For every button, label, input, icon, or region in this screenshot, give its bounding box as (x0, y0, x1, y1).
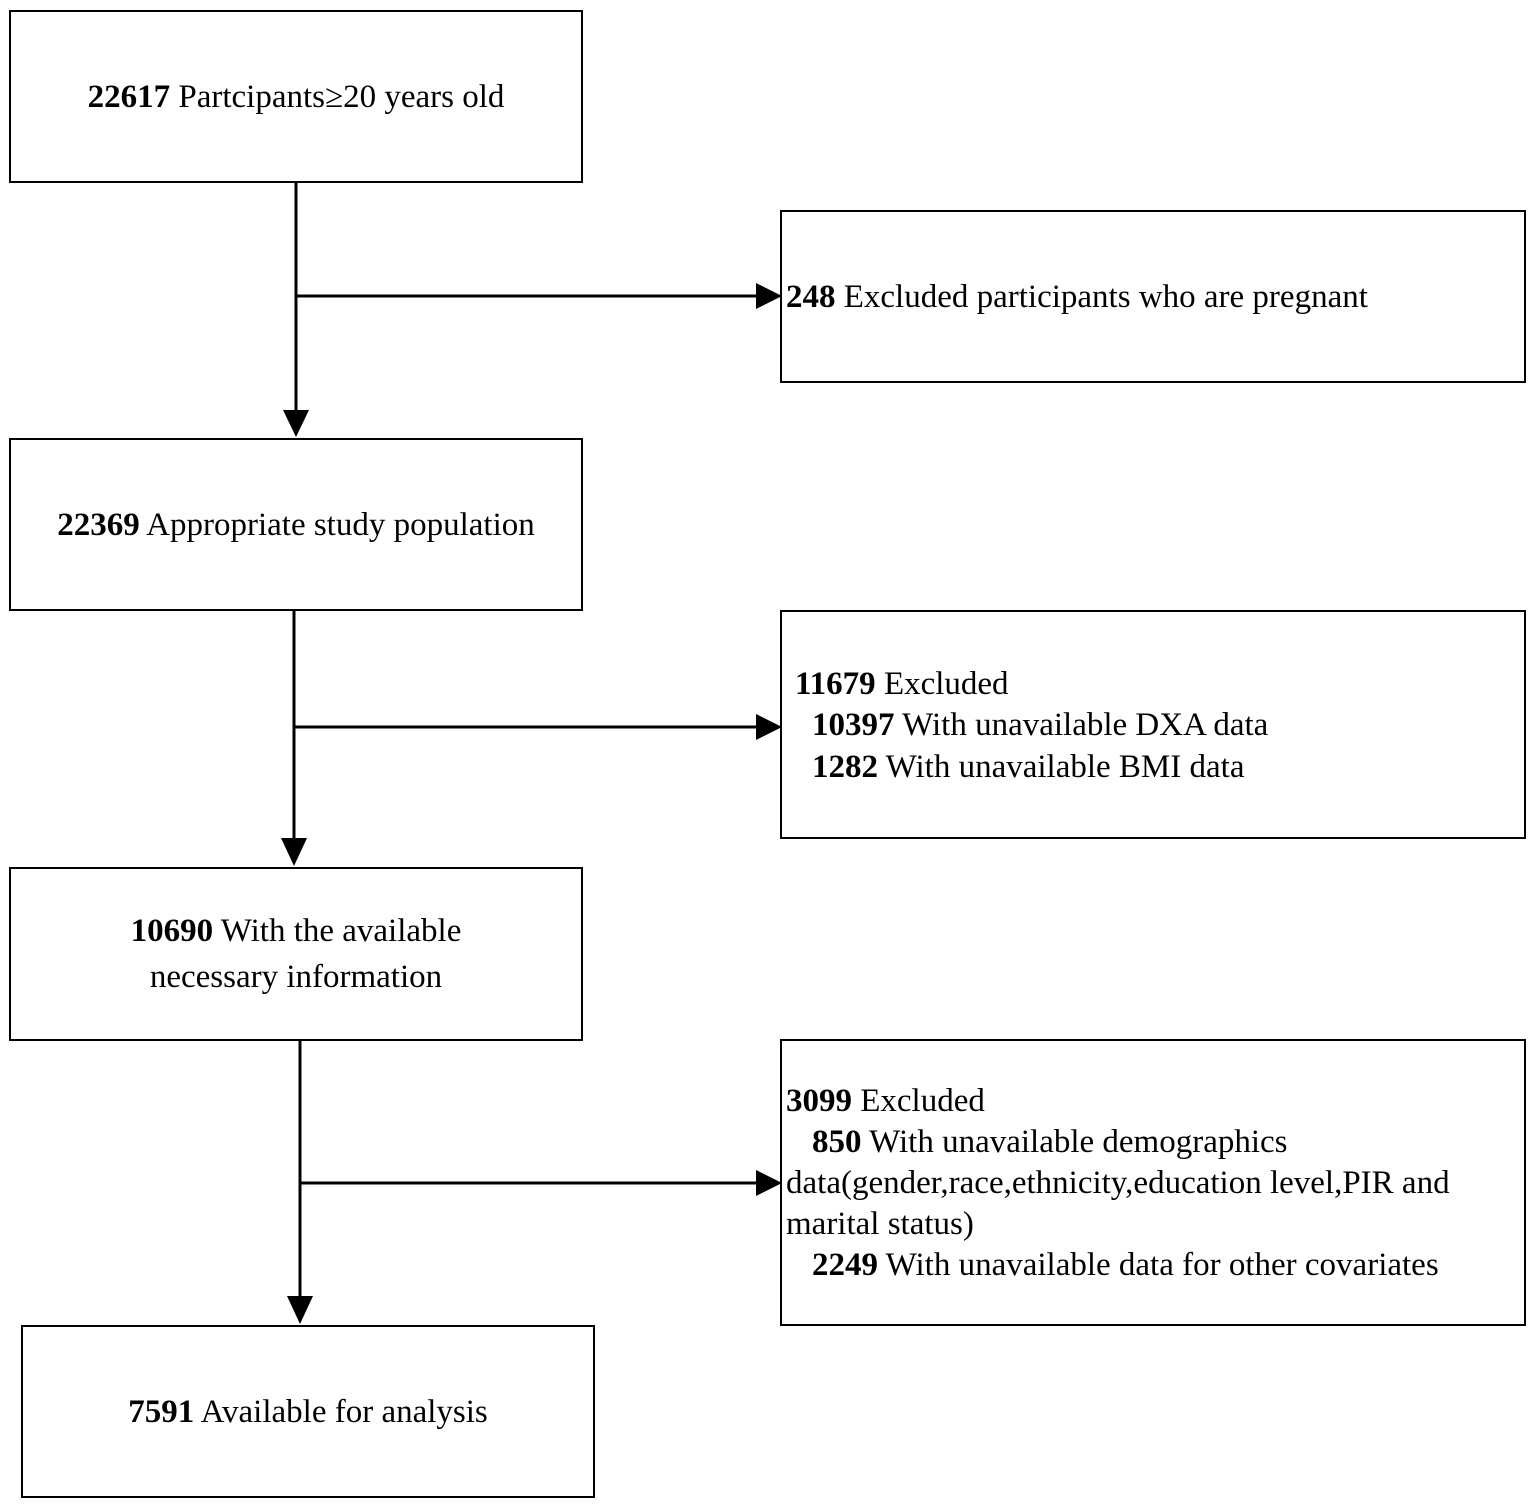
available-info-count: 10690 (130, 913, 214, 949)
study-population-text: Appropriate study population (139, 506, 535, 543)
participants-label: 22617 Partcipants≥20 years old (88, 74, 505, 120)
study-population-count: 22369 (57, 506, 140, 543)
analysis-count: 7591 (128, 1393, 195, 1430)
exclusion-dxa-bmi-header: 11679 Excluded (795, 664, 1009, 705)
available-info-box: 10690 With the available necessary infor… (9, 867, 583, 1041)
arrowhead-ex-1 (756, 283, 782, 309)
exclusion-covariates-header: 3099 Excluded (786, 1081, 985, 1122)
available-info-text: With the available (213, 913, 462, 949)
exclusion-demographics-count: 850 (812, 1124, 862, 1160)
exclusion-pregnant-label: 248 Excluded participants who are pregna… (786, 277, 1368, 318)
exclusion-dxa-count: 10397 (812, 707, 895, 743)
exclusion-other-covariates-text: With unavailable data for other covariat… (878, 1247, 1439, 1283)
study-population-label: 22369 Appropriate study population (57, 502, 535, 548)
exclusion-other-covariates-count: 2249 (812, 1247, 878, 1283)
exclusion-demographics-text: With unavailable demographics (861, 1124, 1288, 1160)
arrowhead-ex-2 (756, 714, 782, 740)
arrowhead-3 (287, 1296, 313, 1324)
exclusion-demographics-cont2: marital status) (786, 1206, 974, 1242)
available-info-label: 10690 With the available necessary infor… (131, 908, 462, 1000)
arrowhead-ex-3 (756, 1170, 782, 1196)
exclusion-bmi-text: With unavailable BMI data (878, 749, 1245, 785)
exclusion-covariates-count: 3099 (786, 1083, 852, 1119)
arrowhead-1 (283, 410, 309, 437)
exclusion-covariates-box: 3099 Excluded 850 With unavailable demog… (780, 1039, 1526, 1326)
exclusion-covariates-text: Excluded (852, 1083, 985, 1119)
exclusion-pregnant-text: Excluded participants who are pregnant (835, 279, 1368, 315)
exclusion-bmi-row: 1282 With unavailable BMI data (812, 747, 1244, 788)
analysis-label: 7591 Available for analysis (128, 1389, 488, 1435)
participants-text: Partcipants≥20 years old (170, 78, 505, 115)
exclusion-other-covariates-row: 2249 With unavailable data for other cov… (812, 1245, 1439, 1286)
exclusion-demographics-cont1: data(gender,race,ethnicity,education lev… (786, 1165, 1450, 1201)
exclusion-dxa-bmi-text: Excluded (875, 666, 1009, 702)
study-population-box: 22369 Appropriate study population (9, 438, 583, 611)
exclusion-dxa-bmi-count: 11679 (795, 666, 876, 702)
participants-box: 22617 Partcipants≥20 years old (9, 10, 583, 183)
exclusion-dxa-row: 10397 With unavailable DXA data (812, 705, 1268, 746)
arrowhead-2 (281, 838, 307, 866)
participants-count: 22617 (87, 78, 171, 115)
analysis-box: 7591 Available for analysis (21, 1325, 595, 1498)
exclusion-pregnant-count: 248 (786, 279, 836, 315)
exclusion-bmi-count: 1282 (812, 749, 878, 785)
exclusion-dxa-text: With unavailable DXA data (894, 707, 1269, 743)
exclusion-demographics-row: 850 With unavailable demographics (812, 1122, 1288, 1163)
exclusion-pregnant-box: 248 Excluded participants who are pregna… (780, 210, 1526, 383)
available-info-line2: necessary information (149, 959, 443, 995)
analysis-text: Available for analysis (194, 1393, 488, 1430)
exclusion-dxa-bmi-box: 11679 Excluded 10397 With unavailable DX… (780, 610, 1526, 839)
